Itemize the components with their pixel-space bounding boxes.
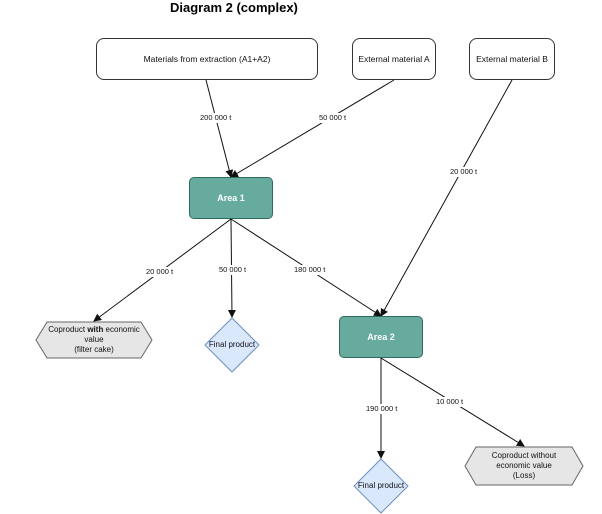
edge-label-area1-to-final: 50 000 t bbox=[218, 265, 248, 275]
diagram-title: Diagram 2 (complex) bbox=[170, 0, 298, 15]
loss-text-line2: economic value bbox=[496, 461, 552, 470]
final-product-1-text: Final product bbox=[200, 338, 264, 352]
external-material-a-label: External material A bbox=[358, 53, 430, 64]
edge-label-area2-to-final: 190 000 t bbox=[365, 404, 399, 414]
loss-text: Coproduct without economic value (Loss) bbox=[468, 447, 580, 485]
coproduct-text: Coproduct with economic value (filter ca… bbox=[38, 322, 150, 358]
loss-text-line3: (Loss) bbox=[512, 471, 536, 480]
final-product-2-diamond[interactable] bbox=[353, 458, 409, 514]
edge-label-area1-to-area2: 180 000 t bbox=[293, 265, 327, 275]
external-material-b-label: External material B bbox=[476, 53, 548, 64]
edge-external-b-to-area2 bbox=[380, 79, 513, 317]
coproduct-text-bold: with bbox=[87, 325, 104, 334]
edge-label-external-a-to-area1: 50 000 t bbox=[318, 113, 348, 123]
final-product-1-diamond[interactable] bbox=[204, 317, 260, 373]
edge-label-area1-to-coproduct: 20 000 t bbox=[145, 267, 175, 277]
extraction-label: Materials from extraction (A1+A2) bbox=[143, 53, 271, 64]
final-product-2-label: Final product bbox=[357, 481, 405, 490]
area-1-label: Area 1 bbox=[217, 193, 245, 203]
final-product-2-text: Final product bbox=[349, 479, 413, 493]
final-product-1-label: Final product bbox=[208, 340, 256, 349]
area-2-box[interactable]: Area 2 bbox=[339, 316, 423, 358]
loss-text-line1: Coproduct without bbox=[491, 451, 557, 460]
area-1-box[interactable]: Area 1 bbox=[189, 177, 273, 219]
edge-extraction-to-area1 bbox=[205, 79, 234, 178]
extraction-box[interactable]: Materials from extraction (A1+A2) bbox=[96, 38, 318, 80]
coproduct-text-line3: (filter cake) bbox=[74, 345, 114, 354]
coproduct-text-pre: Coproduct bbox=[48, 325, 88, 334]
coproduct-text-line2: value bbox=[84, 335, 104, 344]
edge-label-extraction-to-area1: 200 000 t bbox=[199, 113, 233, 123]
edge-label-area2-to-loss: 10 000 t bbox=[435, 397, 465, 407]
edge-external-a-to-area1 bbox=[230, 79, 395, 178]
external-material-a-box[interactable]: External material A bbox=[352, 38, 436, 80]
external-material-b-box[interactable]: External material B bbox=[469, 38, 555, 80]
coproduct-text-post: economic bbox=[103, 325, 140, 334]
area-2-label: Area 2 bbox=[367, 332, 395, 342]
edge-label-external-b-to-area2: 20 000 t bbox=[449, 167, 479, 177]
loss-hexagon[interactable] bbox=[464, 446, 584, 486]
coproduct-hexagon[interactable] bbox=[35, 321, 153, 359]
